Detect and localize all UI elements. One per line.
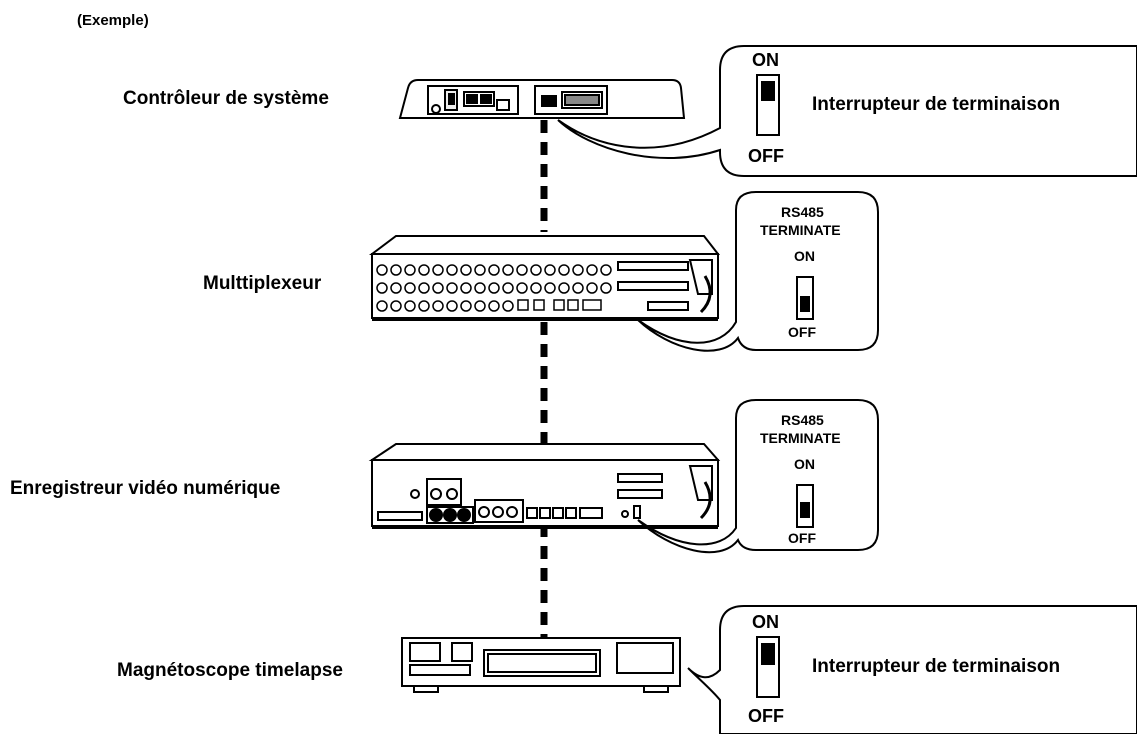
callout-bottom-off: OFF — [748, 706, 784, 726]
example-label: (Exemple) — [77, 12, 149, 29]
vcr-label: Magnétoscope timelapse — [117, 660, 343, 681]
callout-dvr-line1: RS485 — [781, 412, 824, 428]
system-controller-device — [398, 79, 686, 119]
callout-top-off: OFF — [748, 146, 784, 166]
callout-top — [557, 45, 1137, 177]
callout-mux-on: ON — [794, 248, 815, 264]
callout-dvr-on: ON — [794, 456, 815, 472]
multiplexer-label: Multtiplexeur — [203, 273, 322, 294]
dvr-device — [368, 443, 721, 529]
callout-top-label: Interrupteur de terminaison — [812, 94, 1061, 115]
multiplexer-bnc-row — [376, 264, 612, 312]
callout-mux-line1: RS485 — [781, 204, 824, 220]
callout-dvr — [637, 399, 879, 554]
controller-label: Contrôleur de système — [123, 88, 329, 109]
callout-bottom-on: ON — [752, 612, 779, 632]
callout-multiplexer — [637, 191, 879, 352]
callout-dvr-off: OFF — [788, 530, 816, 546]
callout-mux-off: OFF — [788, 324, 816, 340]
callout-dvr-line2: TERMINATE — [760, 430, 841, 446]
callout-mux-line2: TERMINATE — [760, 222, 841, 238]
callout-bottom — [687, 605, 1137, 734]
dvr-label: Enregistreur vidéo numérique — [10, 478, 281, 499]
callout-bottom-label: Interrupteur de terminaison — [812, 656, 1061, 677]
vcr-device — [401, 637, 681, 693]
callout-top-on: ON — [752, 50, 779, 70]
